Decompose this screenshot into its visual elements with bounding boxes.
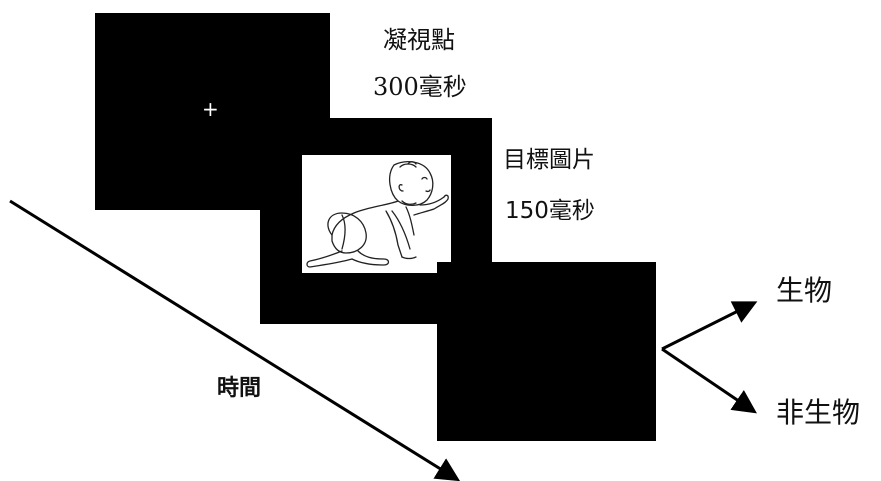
fixation-label: 凝視點	[383, 26, 455, 54]
response-screen	[437, 262, 656, 441]
response-arrow-down-icon	[661, 347, 757, 414]
time-arrow-icon	[9, 199, 461, 481]
time-label: 時間	[217, 376, 262, 401]
response-nonliving-label: 非生物	[776, 396, 861, 429]
target-screen	[260, 118, 492, 324]
target-image	[302, 155, 451, 273]
target-duration: 150毫秒	[505, 198, 595, 224]
response-arrow-up-icon	[661, 301, 758, 351]
target-label: 目標圖片	[503, 147, 595, 173]
fixation-duration: 300毫秒	[373, 73, 467, 101]
response-living-label: 生物	[776, 274, 833, 307]
baby-crawling-icon	[306, 161, 449, 268]
fixation-cross: +	[202, 97, 219, 121]
